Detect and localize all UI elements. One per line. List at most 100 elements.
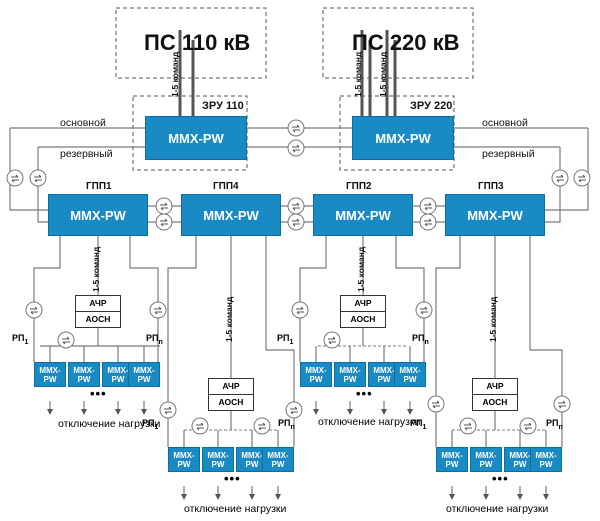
transceiver-arrow <box>164 406 172 410</box>
ellipsis-gpp3: ••• <box>492 471 509 486</box>
transceiver-arrow <box>292 218 300 222</box>
arrow-down-icon <box>517 494 523 500</box>
transceiver-arrow <box>292 124 300 128</box>
transceiver-arrow <box>30 311 38 315</box>
arrow-down-icon <box>249 494 255 500</box>
transceiver-arrow <box>11 174 19 178</box>
device-gpp2: MMX-PW <box>313 194 413 236</box>
small-device: MMX-PW <box>436 447 468 472</box>
gpp4-branch <box>265 236 295 447</box>
transceiver-arrow <box>154 311 162 315</box>
rp-last-label-gpp2: РПn <box>412 333 429 346</box>
transceiver-arrow <box>160 218 168 222</box>
gpp1-branch <box>33 236 61 362</box>
transceiver-arrow <box>328 336 336 340</box>
transceiver-icon <box>553 395 571 413</box>
arrow-down-icon <box>381 409 387 415</box>
commands-label-gpp2: 1-5 команд <box>356 246 366 292</box>
transceiver-arrow <box>292 207 300 211</box>
transceiver-arrow <box>424 207 432 211</box>
transceiver-arrow <box>556 174 564 178</box>
transceiver-icon <box>419 213 437 231</box>
gpp4-branch <box>167 236 197 447</box>
arrow-down-icon <box>215 494 221 500</box>
device-gpp4: MMX-PW <box>181 194 281 236</box>
commands-label-gpp3: 1-5 команд <box>488 296 498 342</box>
transceiver-icon <box>287 213 305 231</box>
transceiver-arrow <box>292 223 300 227</box>
transceiver-icon <box>287 197 305 215</box>
transceiver-arrow <box>558 400 566 404</box>
main-link-label-left: основной <box>60 117 106 129</box>
transceiver-arrow <box>292 129 300 133</box>
commands-label-gpp1: 1-5 команд <box>91 246 101 292</box>
arrow-down-icon <box>81 409 87 415</box>
transceiver-icon <box>253 417 271 435</box>
commands-label-ps220-b: 1-5 команд <box>378 51 388 97</box>
load-shedding-label-gpp2: отключение нагрузки <box>318 416 421 428</box>
small-device: MMX-PW <box>202 447 234 472</box>
transceiver-icon <box>155 197 173 215</box>
arrow-down-icon <box>483 494 489 500</box>
ellipsis-gpp2: ••• <box>356 386 373 401</box>
small-device: MMX-PW <box>262 447 294 472</box>
switchgear-110-label: ЗРУ 110 <box>202 100 244 112</box>
arrow-down-icon <box>313 409 319 415</box>
transceiver-arrow <box>258 427 266 431</box>
transceiver-arrow <box>556 179 564 183</box>
transceiver-arrow <box>578 179 586 183</box>
transceiver-icon <box>159 401 177 419</box>
transceiver-arrow <box>196 422 204 426</box>
transceiver-arrow <box>160 223 168 227</box>
substation-110-label: ПС 110 кВ <box>144 30 251 55</box>
transceiver-icon <box>149 301 167 319</box>
arrow-down-icon <box>543 494 549 500</box>
transceiver-arrow <box>160 202 168 206</box>
arrow-down-icon <box>449 494 455 500</box>
transceiver-arrow <box>578 174 586 178</box>
link-to-gpp3 <box>545 150 589 211</box>
transceiver-icon <box>191 417 209 435</box>
transceiver-icon <box>29 169 47 187</box>
transceiver-arrow <box>432 405 440 409</box>
device-gpp1: MMX-PW <box>48 194 148 236</box>
transceiver-arrow <box>160 207 168 211</box>
transceiver-arrow <box>292 149 300 153</box>
small-device: MMX-PW <box>128 362 160 387</box>
transceiver-arrow <box>290 411 298 415</box>
small-device: MMX-PW <box>68 362 100 387</box>
transceiver-arrow <box>62 341 70 345</box>
node-label-gpp4: ГПП4 <box>213 181 239 192</box>
link-to-gpp1 <box>9 150 48 211</box>
transceiver-arrow <box>34 174 42 178</box>
transceiver-icon <box>551 169 569 187</box>
transceiver-icon <box>459 417 477 435</box>
load-shedding-label-gpp4: отключение нагрузки <box>184 503 287 515</box>
transceiver-arrow <box>558 405 566 409</box>
rp-first-label-gpp2: РП1 <box>277 333 294 346</box>
transceiver-arrow <box>424 202 432 206</box>
transceiver-arrow <box>464 427 472 431</box>
ach-label: АЧР <box>89 298 107 308</box>
transceiver-arrow <box>30 306 38 310</box>
substation-box-220 <box>322 7 474 79</box>
transceiver-icon <box>285 401 303 419</box>
protection-block-gpp1: АЧР АОСН <box>75 295 121 328</box>
load-shedding-label-gpp3: отключение нагрузки <box>446 503 549 515</box>
transceiver-arrow <box>62 336 70 340</box>
transceiver-icon <box>287 139 305 157</box>
transceiver-arrow <box>296 306 304 310</box>
transceiver-icon <box>427 395 445 413</box>
transceiver-icon <box>57 331 75 349</box>
node-label-gpp3: ГПП3 <box>478 181 504 192</box>
protection-block-gpp4: АЧР АОСН <box>208 378 254 411</box>
ach-label: АЧР <box>222 381 240 391</box>
device-gpp3: MMX-PW <box>445 194 545 236</box>
substation-box-110 <box>115 7 267 79</box>
commands-label-ps110: 1-5 команд <box>170 51 180 97</box>
aosn-label: АОСН <box>209 394 253 410</box>
ellipsis-gpp1: ••• <box>90 386 107 401</box>
rp-first-label-gpp4: РП1 <box>142 418 159 431</box>
